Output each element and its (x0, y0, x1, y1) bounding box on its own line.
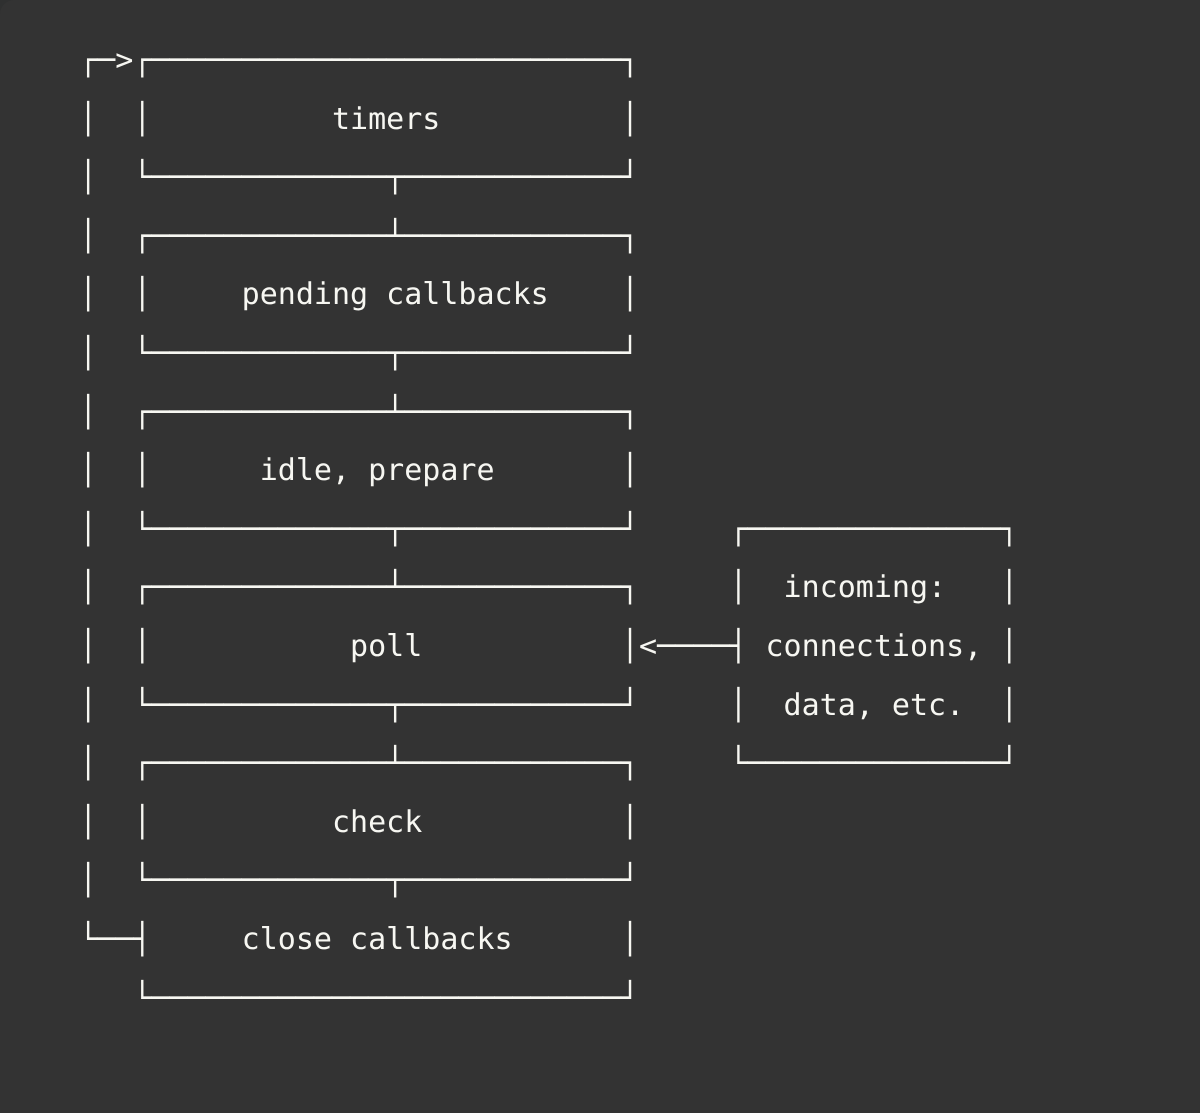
event-loop-ascii-diagram: ┌─>┌──────────────────────────┐ │ │ time… (79, 43, 1019, 1016)
diagram-semantic-index: timers pending callbacks idle, prepare p… (0, 0, 1, 1)
phase-label-timers: timers (0, 0, 1, 1)
